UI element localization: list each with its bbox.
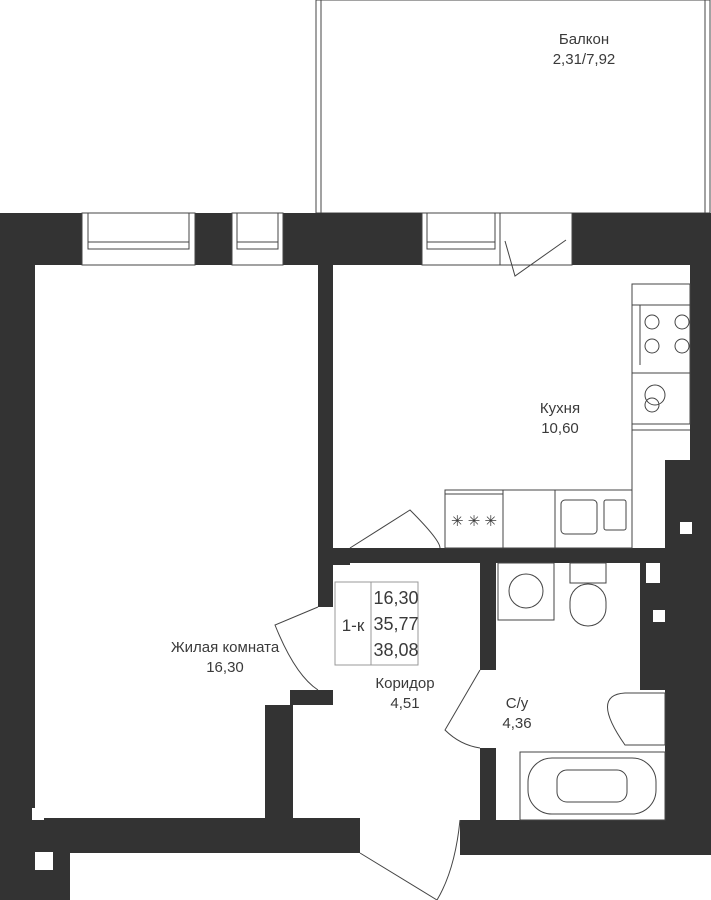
balcony[interactable] — [315, 0, 711, 214]
room-label-kitchen: Кухня 10,60 — [540, 400, 580, 437]
kitchen-area: 10,60 — [541, 420, 579, 437]
walls — [0, 213, 711, 900]
kitchen-name: Кухня — [540, 400, 580, 417]
living-area: 16,30 — [206, 659, 244, 676]
bathroom-fixtures — [497, 562, 666, 821]
room-label-corridor: Коридор 4,51 — [375, 675, 434, 712]
corridor-name: Коридор — [375, 675, 434, 692]
balcony-name: Балкон — [559, 31, 609, 48]
bathroom-name: С/у — [506, 695, 529, 712]
corridor-area: 4,51 — [390, 695, 419, 712]
svg-text:✳ ✳ ✳: ✳ ✳ ✳ — [451, 513, 497, 530]
living-name: Жилая комната — [171, 639, 280, 656]
apartment-type: 1-к — [342, 616, 365, 635]
kitchen-fixtures: ✳ ✳ ✳ — [444, 283, 691, 549]
doors[interactable] — [274, 509, 481, 900]
area-summary-box: 1-к 16,30 35,77 38,08 — [334, 581, 419, 666]
total-with-balcony-value: 38,08 — [373, 640, 418, 660]
bathroom-area: 4,36 — [502, 715, 531, 732]
room-label-living: Жилая комната 16,30 — [171, 639, 280, 676]
balcony-area: 2,31/7,92 — [553, 51, 616, 68]
windows — [81, 212, 573, 277]
living-area-value: 16,30 — [373, 588, 418, 608]
total-area-value: 35,77 — [373, 614, 418, 634]
room-label-bathroom: С/у 4,36 — [502, 695, 531, 732]
room-label-balcony: Балкон 2,31/7,92 — [553, 31, 616, 68]
